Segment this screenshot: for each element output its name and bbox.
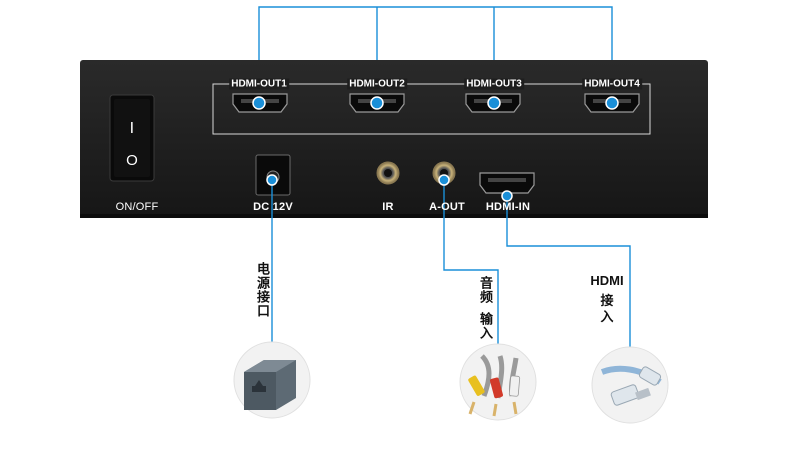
a-out-label: A-OUT xyxy=(429,201,465,213)
hdmi-cable-illustration xyxy=(591,346,669,424)
bus-line-out1 xyxy=(258,6,613,103)
panel-bottom-edge xyxy=(80,214,708,218)
audio-input-callout-line2: 输入 xyxy=(478,312,493,340)
hdmi-in-port[interactable] xyxy=(479,172,535,194)
hdmi-in-label: HDMI-IN xyxy=(485,201,531,213)
dot-out1 xyxy=(252,96,266,110)
connection-dots xyxy=(252,96,619,202)
dot-dc xyxy=(266,174,278,186)
dot-out4 xyxy=(605,96,619,110)
power-interface-callout: 电源接口 xyxy=(255,262,270,318)
dc-12v-label: DC 12V xyxy=(253,201,293,213)
output-group-bracket xyxy=(212,83,651,135)
hdmi-out3-label: HDMI-OUT3 xyxy=(464,78,524,90)
dot-hdmi-in xyxy=(501,190,513,202)
dot-out3 xyxy=(487,96,501,110)
audio-input-callout-line1: 音频 xyxy=(478,276,493,304)
switch-label: ON/OFF xyxy=(115,201,159,213)
hdmi-line xyxy=(506,196,631,350)
dot-out2 xyxy=(370,96,384,110)
ir-jack[interactable] xyxy=(376,161,400,185)
dot-aout xyxy=(438,174,450,186)
input-connection-lines xyxy=(271,180,631,350)
av-cable-illustration xyxy=(459,343,537,421)
switch-on-mark: I xyxy=(129,120,135,137)
power-adapter-illustration xyxy=(233,341,311,419)
hdmi-out4-label: HDMI-OUT4 xyxy=(582,78,642,90)
audio-line xyxy=(443,180,499,346)
power-switch[interactable] xyxy=(109,94,155,182)
hdmi-out2-label: HDMI-OUT2 xyxy=(347,78,407,90)
hdmi-input-callout-line2: 接 xyxy=(600,293,614,308)
hdmi-input-callout-line3: 入 xyxy=(600,309,614,324)
switch-off-mark: O xyxy=(126,152,138,169)
hdmi-input-callout-line1: HDMI xyxy=(590,273,624,288)
hdmi-out1-label: HDMI-OUT1 xyxy=(229,78,289,90)
ir-label: IR xyxy=(382,201,394,213)
